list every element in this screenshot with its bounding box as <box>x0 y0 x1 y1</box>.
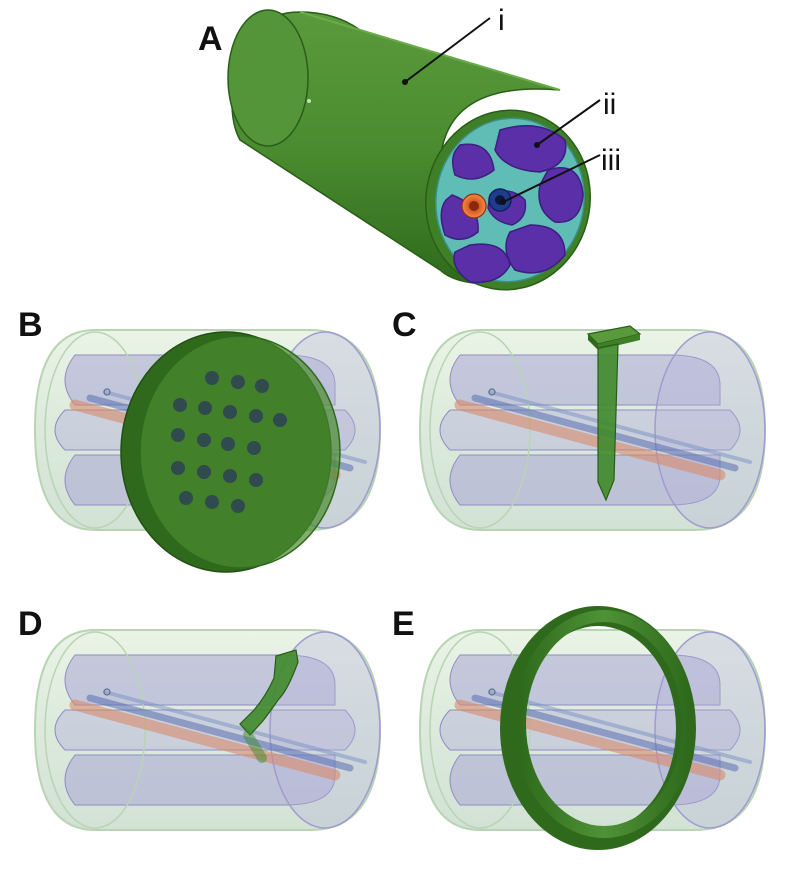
panel-label-c: C <box>392 306 417 344</box>
panel-label-a: A <box>198 20 223 58</box>
callout-label-iii: iii <box>601 144 621 177</box>
ghost-catheter-d <box>35 630 380 830</box>
panel-label-b: B <box>18 306 43 344</box>
ghost-catheter-e <box>420 630 765 830</box>
callout-i: i <box>402 4 505 85</box>
panel-d: D <box>18 605 380 830</box>
panel-e: E <box>392 605 765 850</box>
panel-label-d: D <box>18 605 43 643</box>
callout-iii: iii <box>500 144 621 205</box>
panel-label-e: E <box>392 605 415 643</box>
callout-label-i: i <box>498 4 505 37</box>
green-spike <box>586 325 642 502</box>
green-bent-tab <box>239 649 299 763</box>
panel-a: A <box>198 4 621 291</box>
perforated-disk <box>120 331 341 573</box>
panel-b: B <box>18 306 380 573</box>
ghost-catheter-c <box>420 330 765 530</box>
callout-ii: ii <box>534 88 616 148</box>
catheter-device-assembled <box>227 9 592 291</box>
green-ring <box>500 606 696 850</box>
callout-label-ii: ii <box>603 88 616 121</box>
panel-c: C <box>392 306 765 530</box>
